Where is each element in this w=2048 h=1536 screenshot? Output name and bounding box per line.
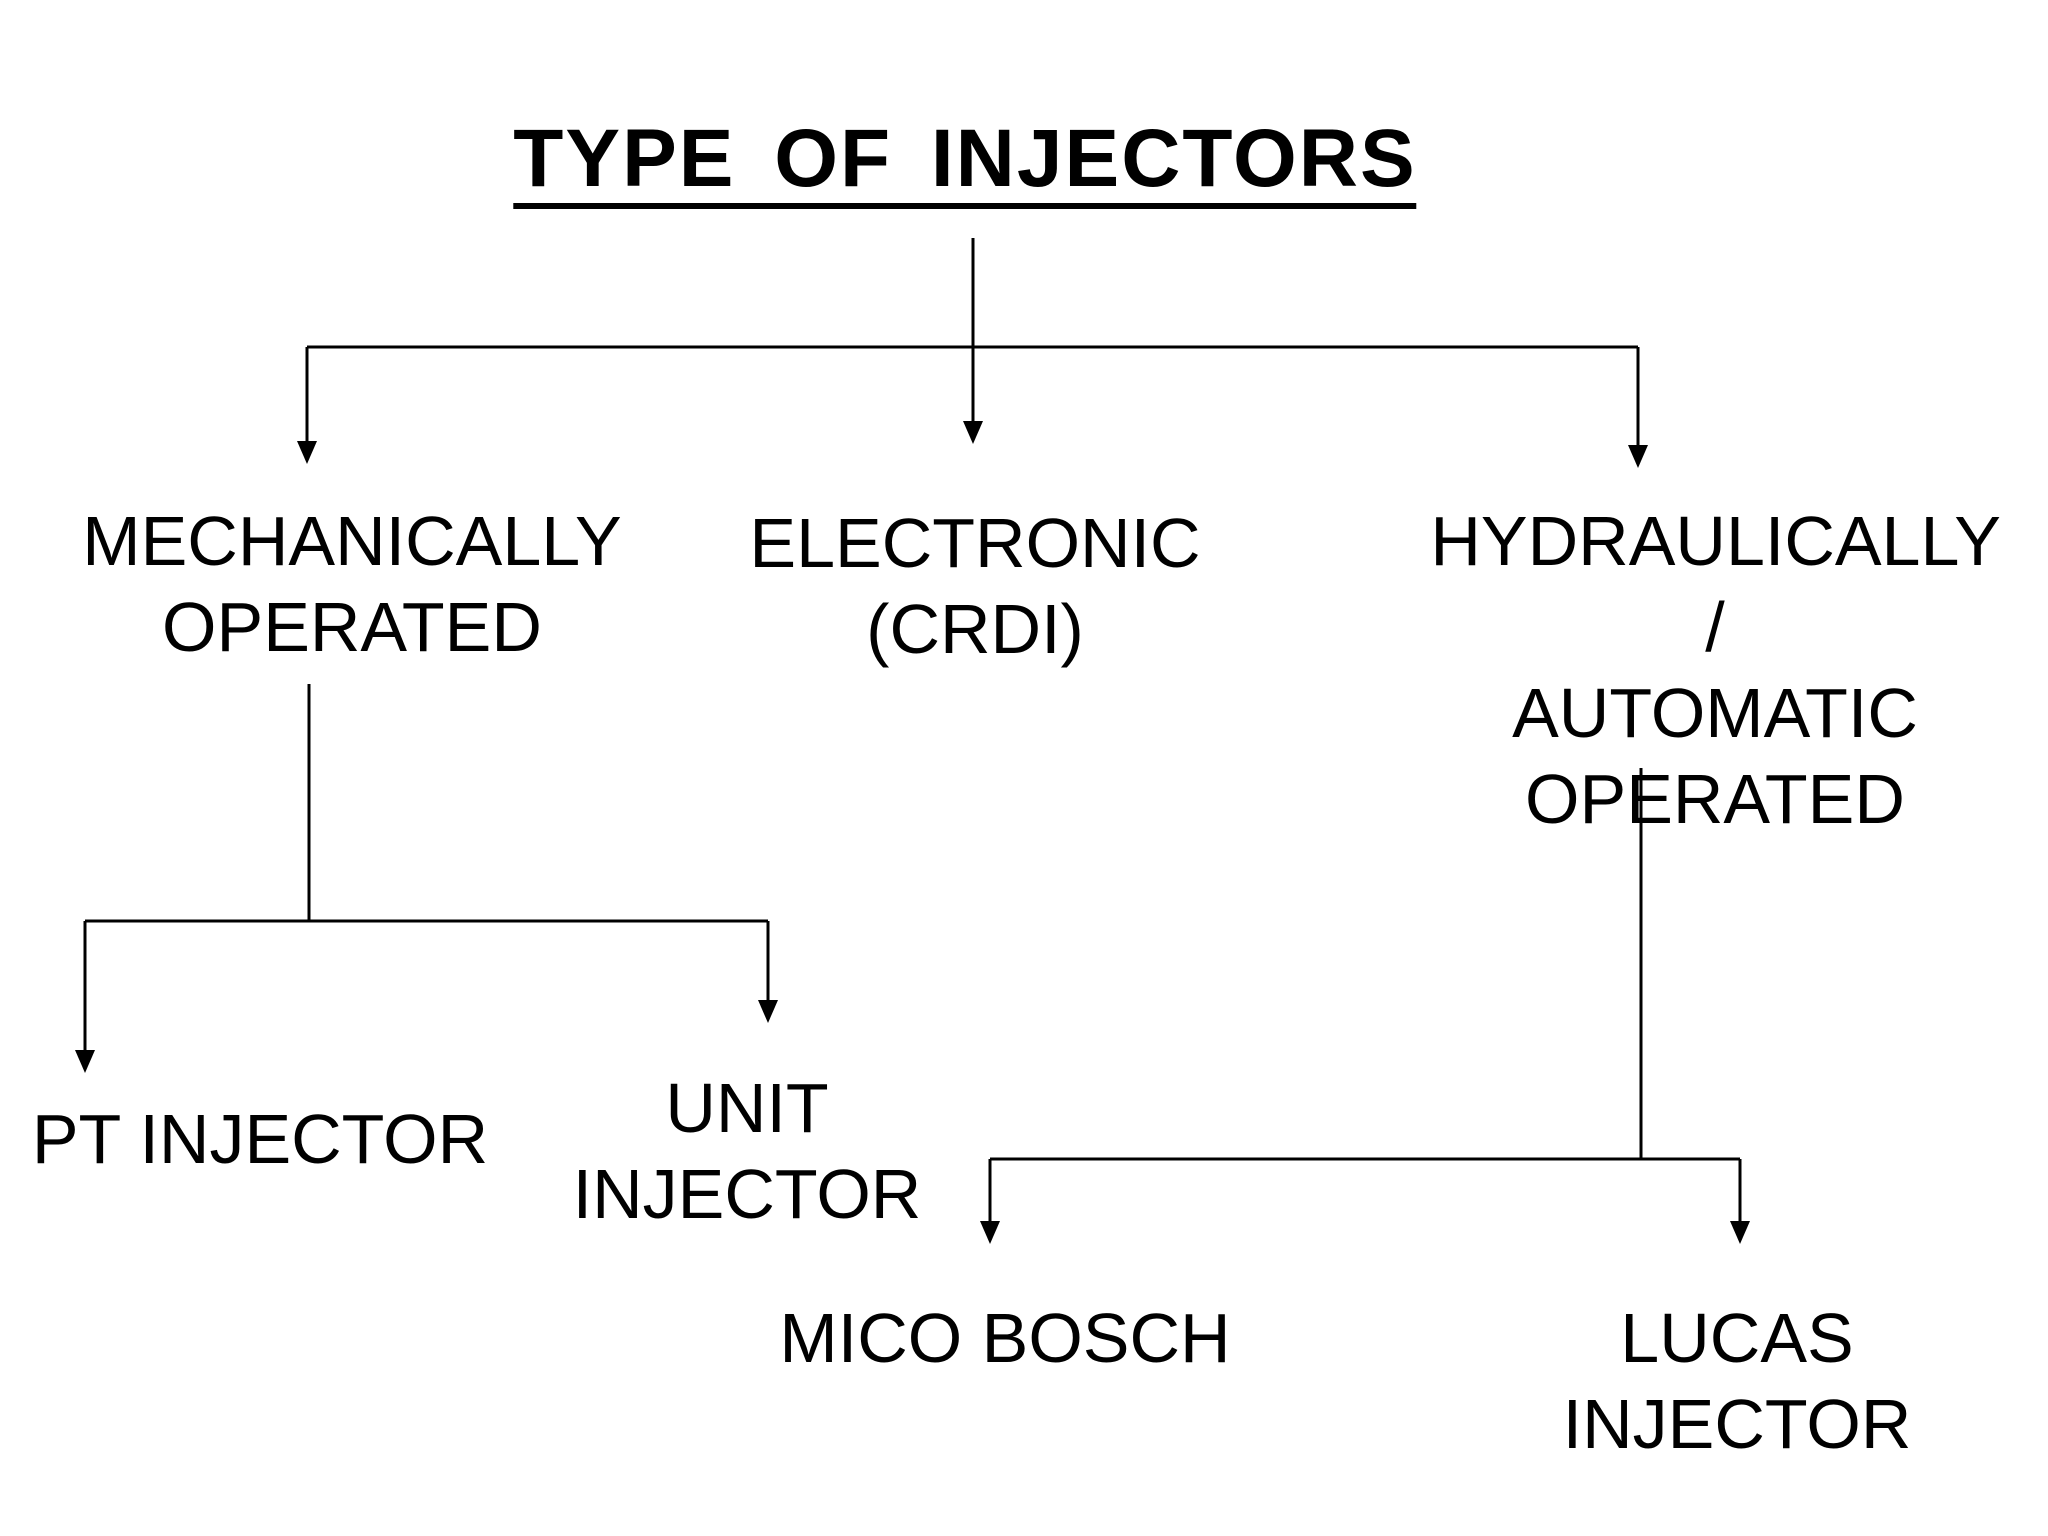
node-mechanically-operated: MECHANICALLY OPERATED: [82, 502, 622, 666]
node-mico-bosch: MICO BOSCH: [779, 1299, 1231, 1377]
arrowhead-pt-injector: [75, 1050, 95, 1073]
node-unit-injector: UNIT INJECTOR: [572, 1069, 922, 1233]
arrowhead-mechanically: [297, 441, 317, 464]
arrowhead-mico-bosch: [980, 1221, 1000, 1244]
node-electronic-crdi: ELECTRONIC (CRDI): [749, 504, 1201, 668]
arrowhead-electronic: [963, 421, 983, 444]
diagram-title: TYPE OF INJECTORS: [513, 118, 1417, 209]
node-lucas-injector: LUCAS INJECTOR: [1562, 1299, 1912, 1463]
arrowhead-unit-injector: [758, 1000, 778, 1023]
arrowhead-lucas-injector: [1730, 1221, 1750, 1244]
arrowhead-hydraulically: [1628, 445, 1648, 468]
node-pt-injector: PT INJECTOR: [31, 1100, 489, 1178]
node-hydraulically-automatic-operated: HYDRAULICALLY / AUTOMATIC OPERATED: [1430, 502, 2001, 838]
